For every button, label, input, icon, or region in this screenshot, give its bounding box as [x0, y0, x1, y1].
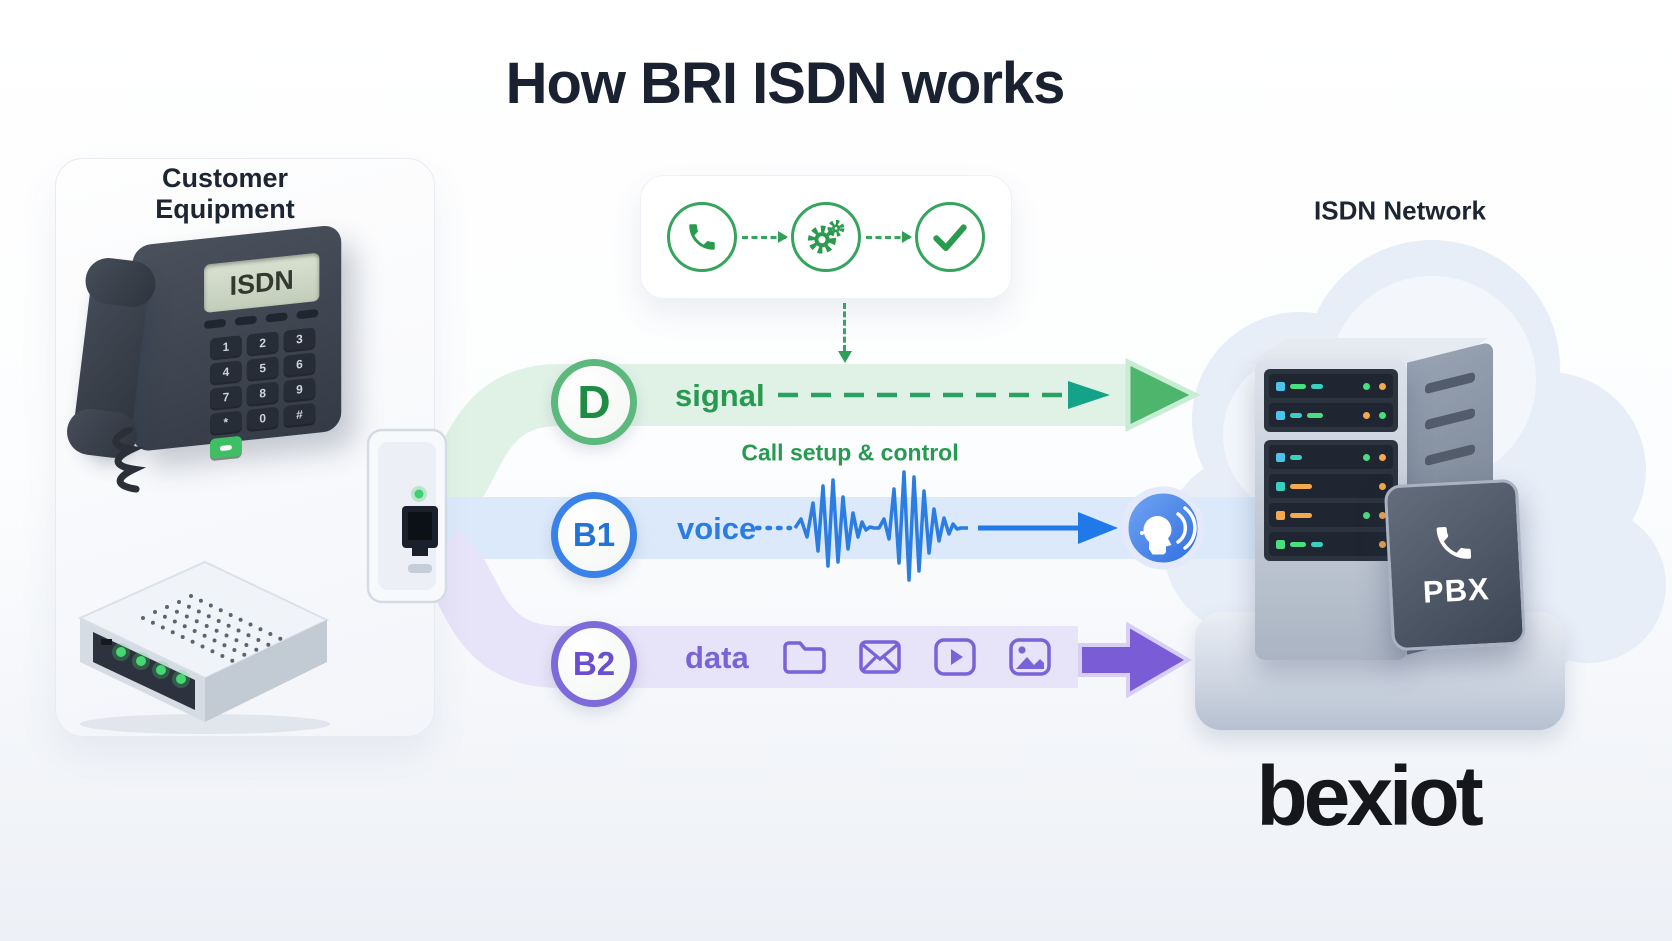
channel-badge-b1: B1 — [551, 492, 637, 578]
brand-logo: bexiot — [1256, 749, 1483, 843]
folder-icon — [783, 641, 826, 674]
process-arrow — [742, 230, 788, 243]
server-rack-section — [1264, 369, 1398, 432]
server-rack-unit — [1269, 503, 1393, 527]
page-title: How BRI ISDN works — [505, 51, 1066, 116]
call-setup-gears-icon — [791, 202, 861, 272]
server-rack-unit — [1269, 374, 1393, 398]
call-established-check-icon — [915, 202, 985, 272]
b2-channel-band — [420, 529, 1078, 688]
channel-badge-b2: B2 — [551, 621, 637, 707]
process-to-signal-arrow — [838, 303, 852, 363]
server-rack-unit — [1269, 403, 1393, 427]
d-channel-band — [421, 364, 1128, 525]
voice-arrow — [978, 512, 1118, 544]
status-leds — [112, 643, 190, 688]
nt1-led — [414, 489, 424, 499]
server-rack-unit — [1269, 532, 1393, 556]
image-icon — [1009, 638, 1051, 676]
d-band-arrowhead — [1125, 357, 1201, 433]
signal-dashed-arrow — [778, 381, 1110, 409]
isdn-phone: ISDN 1 2 3 4 5 6 7 8 9 * 0 # — [66, 214, 365, 493]
server-rack-unit — [1269, 474, 1393, 498]
call-setup-process-box — [640, 175, 1012, 299]
rj45-port — [402, 506, 438, 556]
channel-label-signal: signal — [675, 378, 765, 413]
speaking-head-icon — [1121, 486, 1205, 570]
process-arrow — [866, 230, 912, 243]
isdn-server — [1255, 360, 1407, 660]
data-arrow — [1078, 621, 1192, 699]
video-icon — [934, 638, 976, 676]
channel-label-data: data — [685, 640, 749, 675]
customer-equipment-title: Customer Equipment — [155, 163, 295, 224]
channel-label-voice: voice — [677, 511, 757, 546]
phone-cord — [112, 425, 147, 493]
incoming-call-icon — [667, 202, 737, 272]
server-rack-unit — [1269, 445, 1393, 469]
pbx-badge: PBX — [1383, 478, 1527, 652]
vent-dots — [141, 594, 287, 665]
isdn-network-label: ISDN Network — [1314, 195, 1486, 226]
pbx-phone-icon — [1436, 526, 1472, 559]
nt1-box — [366, 428, 448, 604]
terminal-adapter — [77, 560, 330, 734]
channel-badge-d: D — [551, 359, 637, 445]
voice-waveform — [754, 470, 968, 582]
mail-icon — [859, 640, 901, 674]
server-rack-section — [1264, 440, 1398, 561]
channel-sublabel: Call setup & control — [741, 439, 959, 466]
